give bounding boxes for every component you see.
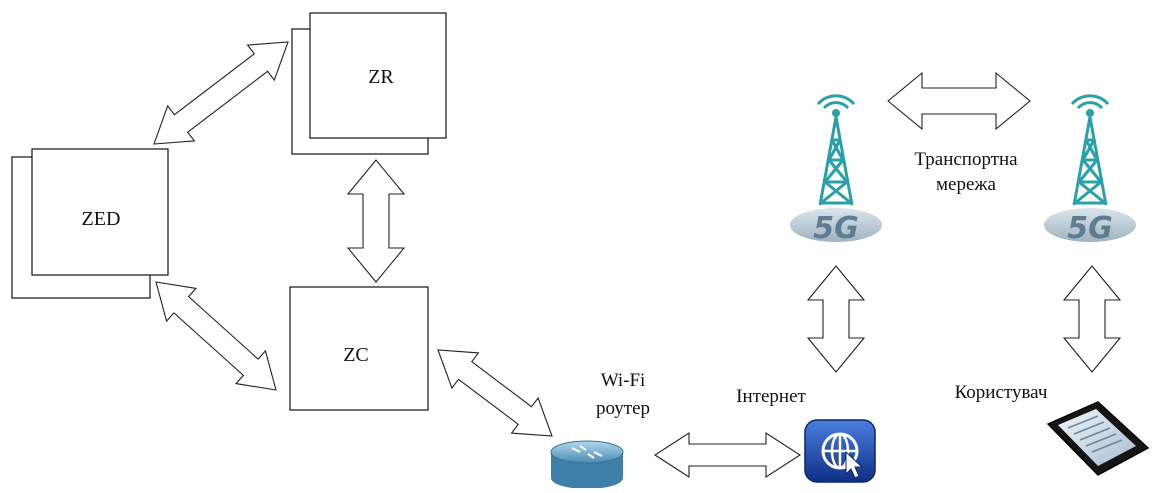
tower-signal-right xyxy=(1070,94,1110,117)
5g-tower-icon: 5G xyxy=(1044,94,1136,246)
arrow-zr-zc xyxy=(346,159,406,283)
5g-tower-icon: 5G xyxy=(790,94,882,246)
tower-signal-left xyxy=(816,94,856,117)
arrow-tower-tower xyxy=(887,71,1031,131)
5g-badge-right: 5G xyxy=(1067,211,1113,246)
wifi-label-line2: роутер xyxy=(596,398,650,419)
zed-label: ZED xyxy=(82,208,121,230)
user-label: Користувач xyxy=(955,382,1048,403)
wifi-router-icon xyxy=(550,440,624,489)
zed-node: ZED xyxy=(11,148,169,299)
arrow-router-internet xyxy=(653,431,802,479)
wifi-label-line1: Wi-Fi xyxy=(601,370,646,391)
arrow-tower-internet xyxy=(806,265,866,373)
internet-label: Інтернет xyxy=(736,386,806,407)
zc-label: ZC xyxy=(343,344,369,366)
arrow-zc-router xyxy=(437,349,553,437)
smartphone-icon xyxy=(1046,401,1150,476)
internet-icon xyxy=(804,419,876,483)
transport-label-line1: Транспортна xyxy=(914,149,1018,170)
zr-label: ZR xyxy=(368,66,394,88)
5g-badge-left: 5G xyxy=(813,211,859,246)
arrow-zed-zc xyxy=(155,281,277,391)
transport-label-line2: мережа xyxy=(936,174,997,195)
arrow-tower-user xyxy=(1062,265,1122,373)
arrows xyxy=(153,41,1122,479)
zc-node: ZC xyxy=(289,286,429,411)
arrow-zed-zr xyxy=(153,41,289,145)
zr-node: ZR xyxy=(291,12,447,155)
